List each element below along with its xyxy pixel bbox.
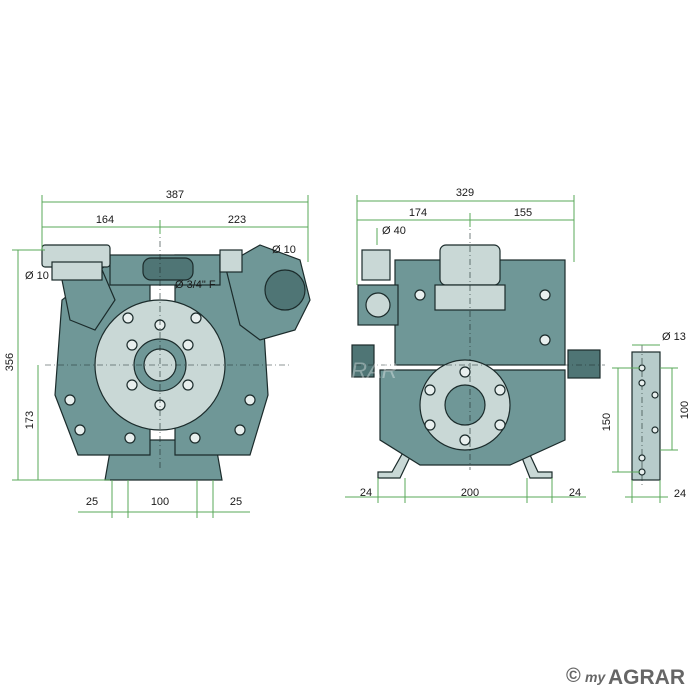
front-view: 387 164 223 356 173 Ø 10 Ø 10 Ø 3/4" F 2… [4, 189, 311, 518]
plate-hole [638, 454, 646, 462]
plate-hole [651, 391, 659, 399]
front-top-port [142, 257, 194, 281]
side-bolt [539, 289, 551, 301]
dim-side-foot-right: 24 [569, 487, 581, 499]
front-body-bolt [64, 394, 76, 406]
dim-155: 155 [514, 207, 532, 219]
logo-copyright: © [566, 665, 581, 687]
front-regulator-dome [264, 269, 306, 311]
dim-side-foot-center: 200 [461, 487, 479, 499]
front-body-bolt [190, 312, 202, 324]
side-head-inner [444, 384, 486, 426]
brand-logo: © my AGRAR [566, 665, 685, 689]
side-bolt [459, 434, 471, 446]
dim-329: 329 [456, 187, 474, 199]
side-bolt [539, 334, 551, 346]
side-right-port [567, 349, 601, 379]
dim-right-port: Ø 10 [272, 244, 296, 256]
plate-view: Ø 13 150 100 24 [601, 331, 691, 503]
watermark: myAGRAR [290, 358, 398, 383]
front-gauge-block [219, 249, 243, 273]
front-hub-bolt [126, 339, 138, 351]
side-bolt [414, 289, 426, 301]
front-hub-bolt [126, 379, 138, 391]
dim-173: 173 [24, 411, 36, 429]
dim-foot-left: 25 [86, 496, 98, 508]
front-body-bolt [189, 432, 201, 444]
dim-hole: Ø 13 [662, 331, 686, 343]
dim-150: 150 [601, 413, 613, 431]
front-hub-bolt [182, 379, 194, 391]
dim-side-foot-left: 24 [360, 487, 372, 499]
front-body-bolt [234, 424, 246, 436]
dim-plate-width: 24 [674, 488, 686, 500]
dim-foot-right: 25 [230, 496, 242, 508]
side-bolt [494, 384, 506, 396]
side-bolt [494, 419, 506, 431]
plate-hole [651, 426, 659, 434]
dim-thread: Ø 3/4" F [175, 279, 216, 291]
front-hub-bolt [182, 339, 194, 351]
dim-foot-center: 100 [151, 496, 169, 508]
side-view: 329 174 155 Ø 40 24 200 24 [345, 187, 605, 503]
front-body-bolt [244, 394, 256, 406]
side-bolt [459, 366, 471, 378]
dim-387: 387 [166, 189, 184, 201]
side-shaft [365, 292, 391, 318]
side-bolt [424, 384, 436, 396]
front-body-bolt [124, 432, 136, 444]
dim-shaft: Ø 40 [382, 225, 406, 237]
front-left-cap-lower [51, 261, 103, 281]
dim-left-port: Ø 10 [25, 270, 49, 282]
logo-my: my [585, 669, 606, 685]
front-body-bolt [74, 424, 86, 436]
logo-brand: AGRAR [608, 666, 685, 689]
front-body-bolt [122, 312, 134, 324]
dim-356: 356 [4, 353, 16, 371]
dim-174: 174 [409, 207, 427, 219]
side-label-plate [361, 249, 391, 281]
dim-164: 164 [96, 214, 114, 226]
dim-223: 223 [228, 214, 246, 226]
plate-hole [638, 379, 646, 387]
side-bolt [424, 419, 436, 431]
side-left-port [351, 344, 375, 378]
mounting-plate [631, 351, 661, 481]
dim-100: 100 [679, 401, 691, 419]
